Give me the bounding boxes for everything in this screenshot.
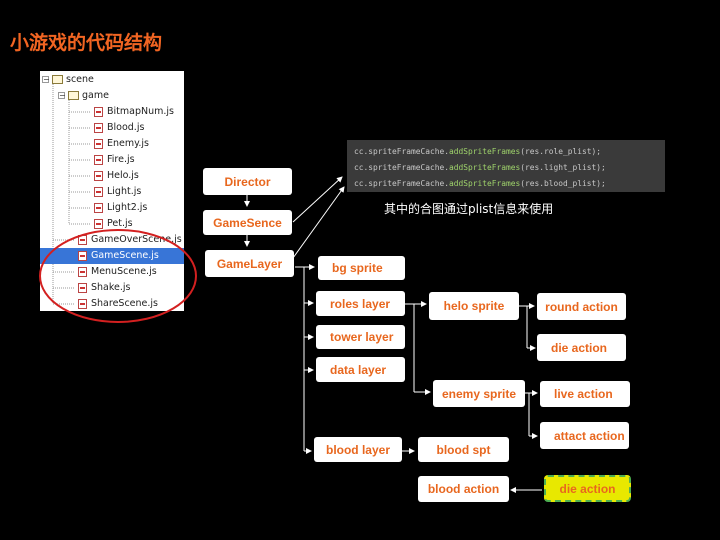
tree-item-label: Pet.js — [107, 218, 133, 229]
code-line: cc.spriteFrameCache.addSpriteFrames(res.… — [347, 176, 665, 192]
tree-file[interactable]: Blood.js — [40, 120, 184, 136]
node-roles-layer: roles layer — [316, 291, 405, 316]
node-blood-action: blood action — [418, 476, 509, 502]
folder-icon — [52, 75, 63, 84]
code-token-method: addSpriteFrames — [449, 179, 521, 188]
node-tower-layer: tower layer — [316, 325, 405, 349]
tree-item-label: scene — [66, 74, 94, 85]
collapse-toggle-icon[interactable]: − — [42, 75, 50, 84]
collapse-toggle-icon[interactable]: − — [58, 91, 66, 100]
code-token-arg: (res.light_plist); — [520, 163, 606, 172]
node-gamelayer: GameLayer — [205, 250, 294, 277]
tree-file[interactable]: Light2.js — [40, 200, 184, 216]
code-token-arg: (res.role_plist); — [520, 147, 602, 156]
js-file-icon — [94, 203, 103, 213]
code-token-method: addSpriteFrames — [449, 147, 521, 156]
tree-item-label: Light2.js — [107, 202, 148, 213]
code-token-method: addSpriteFrames — [449, 163, 521, 172]
node-bg-sprite: bg sprite — [318, 256, 405, 280]
tree-item-label: Light.js — [107, 186, 142, 197]
node-helo-sprite: helo sprite — [429, 292, 519, 320]
tree-item-label: BitmapNum.js — [107, 106, 174, 117]
node-round-action: round action — [537, 293, 626, 320]
js-file-icon — [94, 171, 103, 181]
tree-item-label: Blood.js — [107, 122, 145, 133]
tree-file[interactable]: BitmapNum.js — [40, 104, 184, 120]
tree-file[interactable]: Fire.js — [40, 152, 184, 168]
node-enemy-sprite: enemy sprite — [433, 380, 525, 407]
js-file-icon — [94, 219, 103, 229]
code-token-obj: cc.spriteFrameCache. — [354, 147, 450, 156]
node-die-action-highlight: die action — [544, 475, 631, 502]
tree-file[interactable]: Light.js — [40, 184, 184, 200]
slide-title: 小游戏的代码结构 — [10, 32, 163, 54]
code-token-obj: cc.spriteFrameCache. — [354, 163, 450, 172]
tree-file[interactable]: Helo.js — [40, 168, 184, 184]
js-file-icon — [94, 139, 103, 149]
js-file-icon — [94, 123, 103, 133]
js-file-icon — [94, 155, 103, 165]
node-attact-action: attact action — [540, 422, 629, 449]
js-file-icon — [94, 187, 103, 197]
code-line: cc.spriteFrameCache.addSpriteFrames(res.… — [347, 144, 665, 160]
code-token-arg: (res.blood_plist); — [520, 179, 606, 188]
node-blood-layer: blood layer — [314, 437, 402, 462]
js-file-icon — [94, 107, 103, 117]
tree-item-label: Helo.js — [107, 170, 139, 181]
node-director: Director — [203, 168, 292, 195]
node-die-action: die action — [537, 334, 626, 361]
node-data-layer: data layer — [316, 357, 405, 382]
node-live-action: live action — [540, 381, 630, 407]
tree-item-label: Fire.js — [107, 154, 135, 165]
tree-folder[interactable]: − game — [40, 88, 184, 104]
code-caption: 其中的合图通过plist信息来使用 — [384, 202, 554, 216]
code-token-obj: cc.spriteFrameCache. — [354, 179, 450, 188]
tree-item-label: Enemy.js — [107, 138, 149, 149]
tree-file[interactable]: Pet.js — [40, 216, 184, 232]
node-gamesence: GameSence — [203, 210, 292, 235]
node-blood-spt: blood spt — [418, 437, 509, 462]
folder-icon — [68, 91, 79, 100]
tree-folder[interactable]: − scene — [40, 72, 184, 88]
code-snippet: cc.spriteFrameCache.addSpriteFrames(res.… — [347, 140, 665, 192]
code-line: cc.spriteFrameCache.addSpriteFrames(res.… — [347, 160, 665, 176]
tree-item-label: game — [82, 90, 109, 101]
tree-file[interactable]: Enemy.js — [40, 136, 184, 152]
